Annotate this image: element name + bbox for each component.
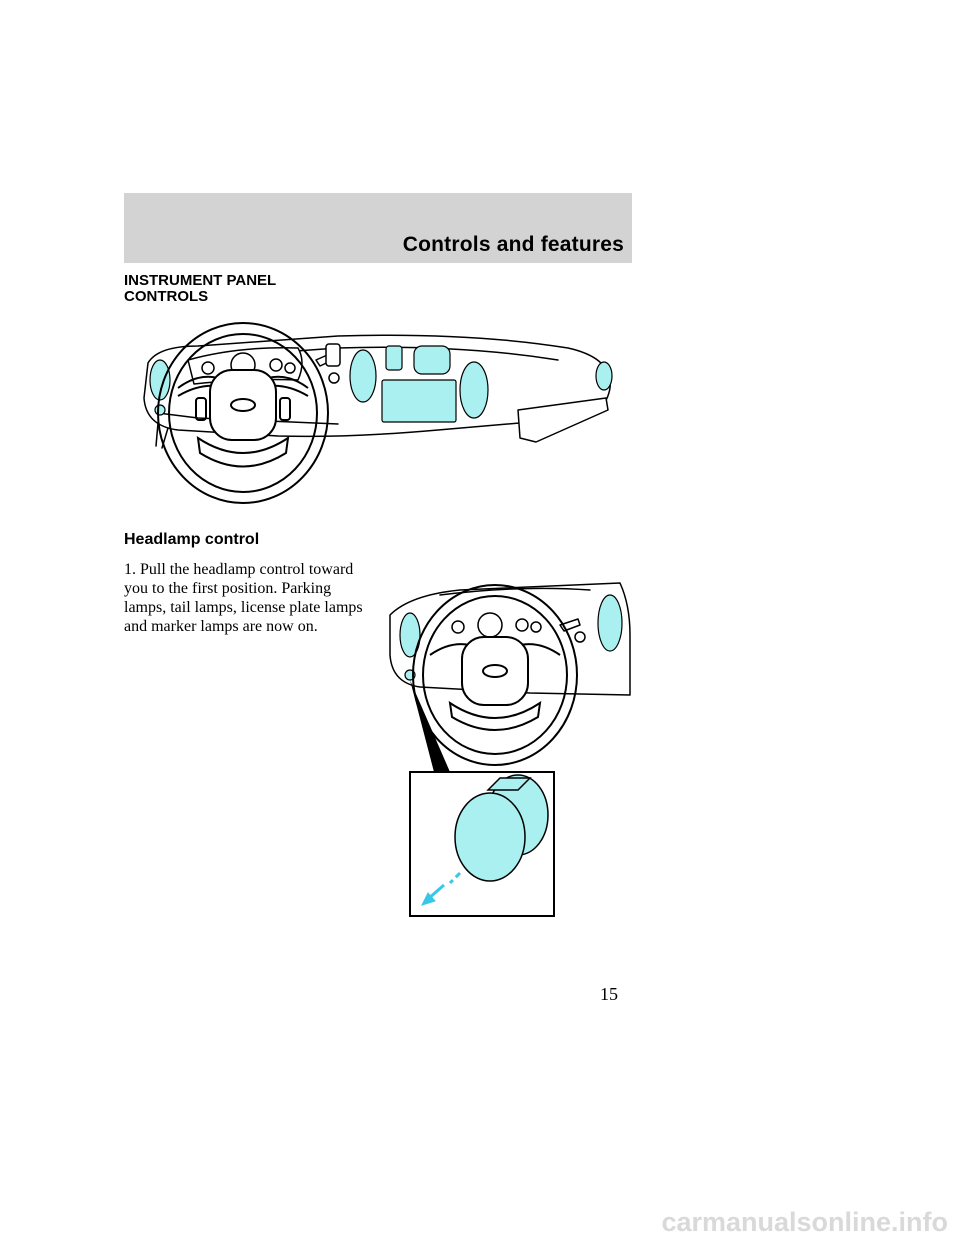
headlamp-control-illustration: [389, 582, 631, 917]
watermark: carmanualsonline.info: [661, 1207, 948, 1237]
section-heading-line1: INSTRUMENT PANEL: [124, 272, 277, 289]
section-header-title: Controls and features: [402, 233, 624, 256]
section-heading: INSTRUMENT PANEL CONTROLS: [124, 273, 276, 305]
headlamp-step1-text: 1. Pull the headlamp control toward you …: [124, 561, 363, 635]
headlamp-subheading: Headlamp control: [124, 531, 260, 548]
page-number: 15: [600, 984, 618, 1004]
instrument-panel-illustration: [143, 322, 613, 504]
section-header-band: Controls and features: [124, 193, 632, 263]
section-heading-line2: CONTROLS: [124, 288, 209, 305]
